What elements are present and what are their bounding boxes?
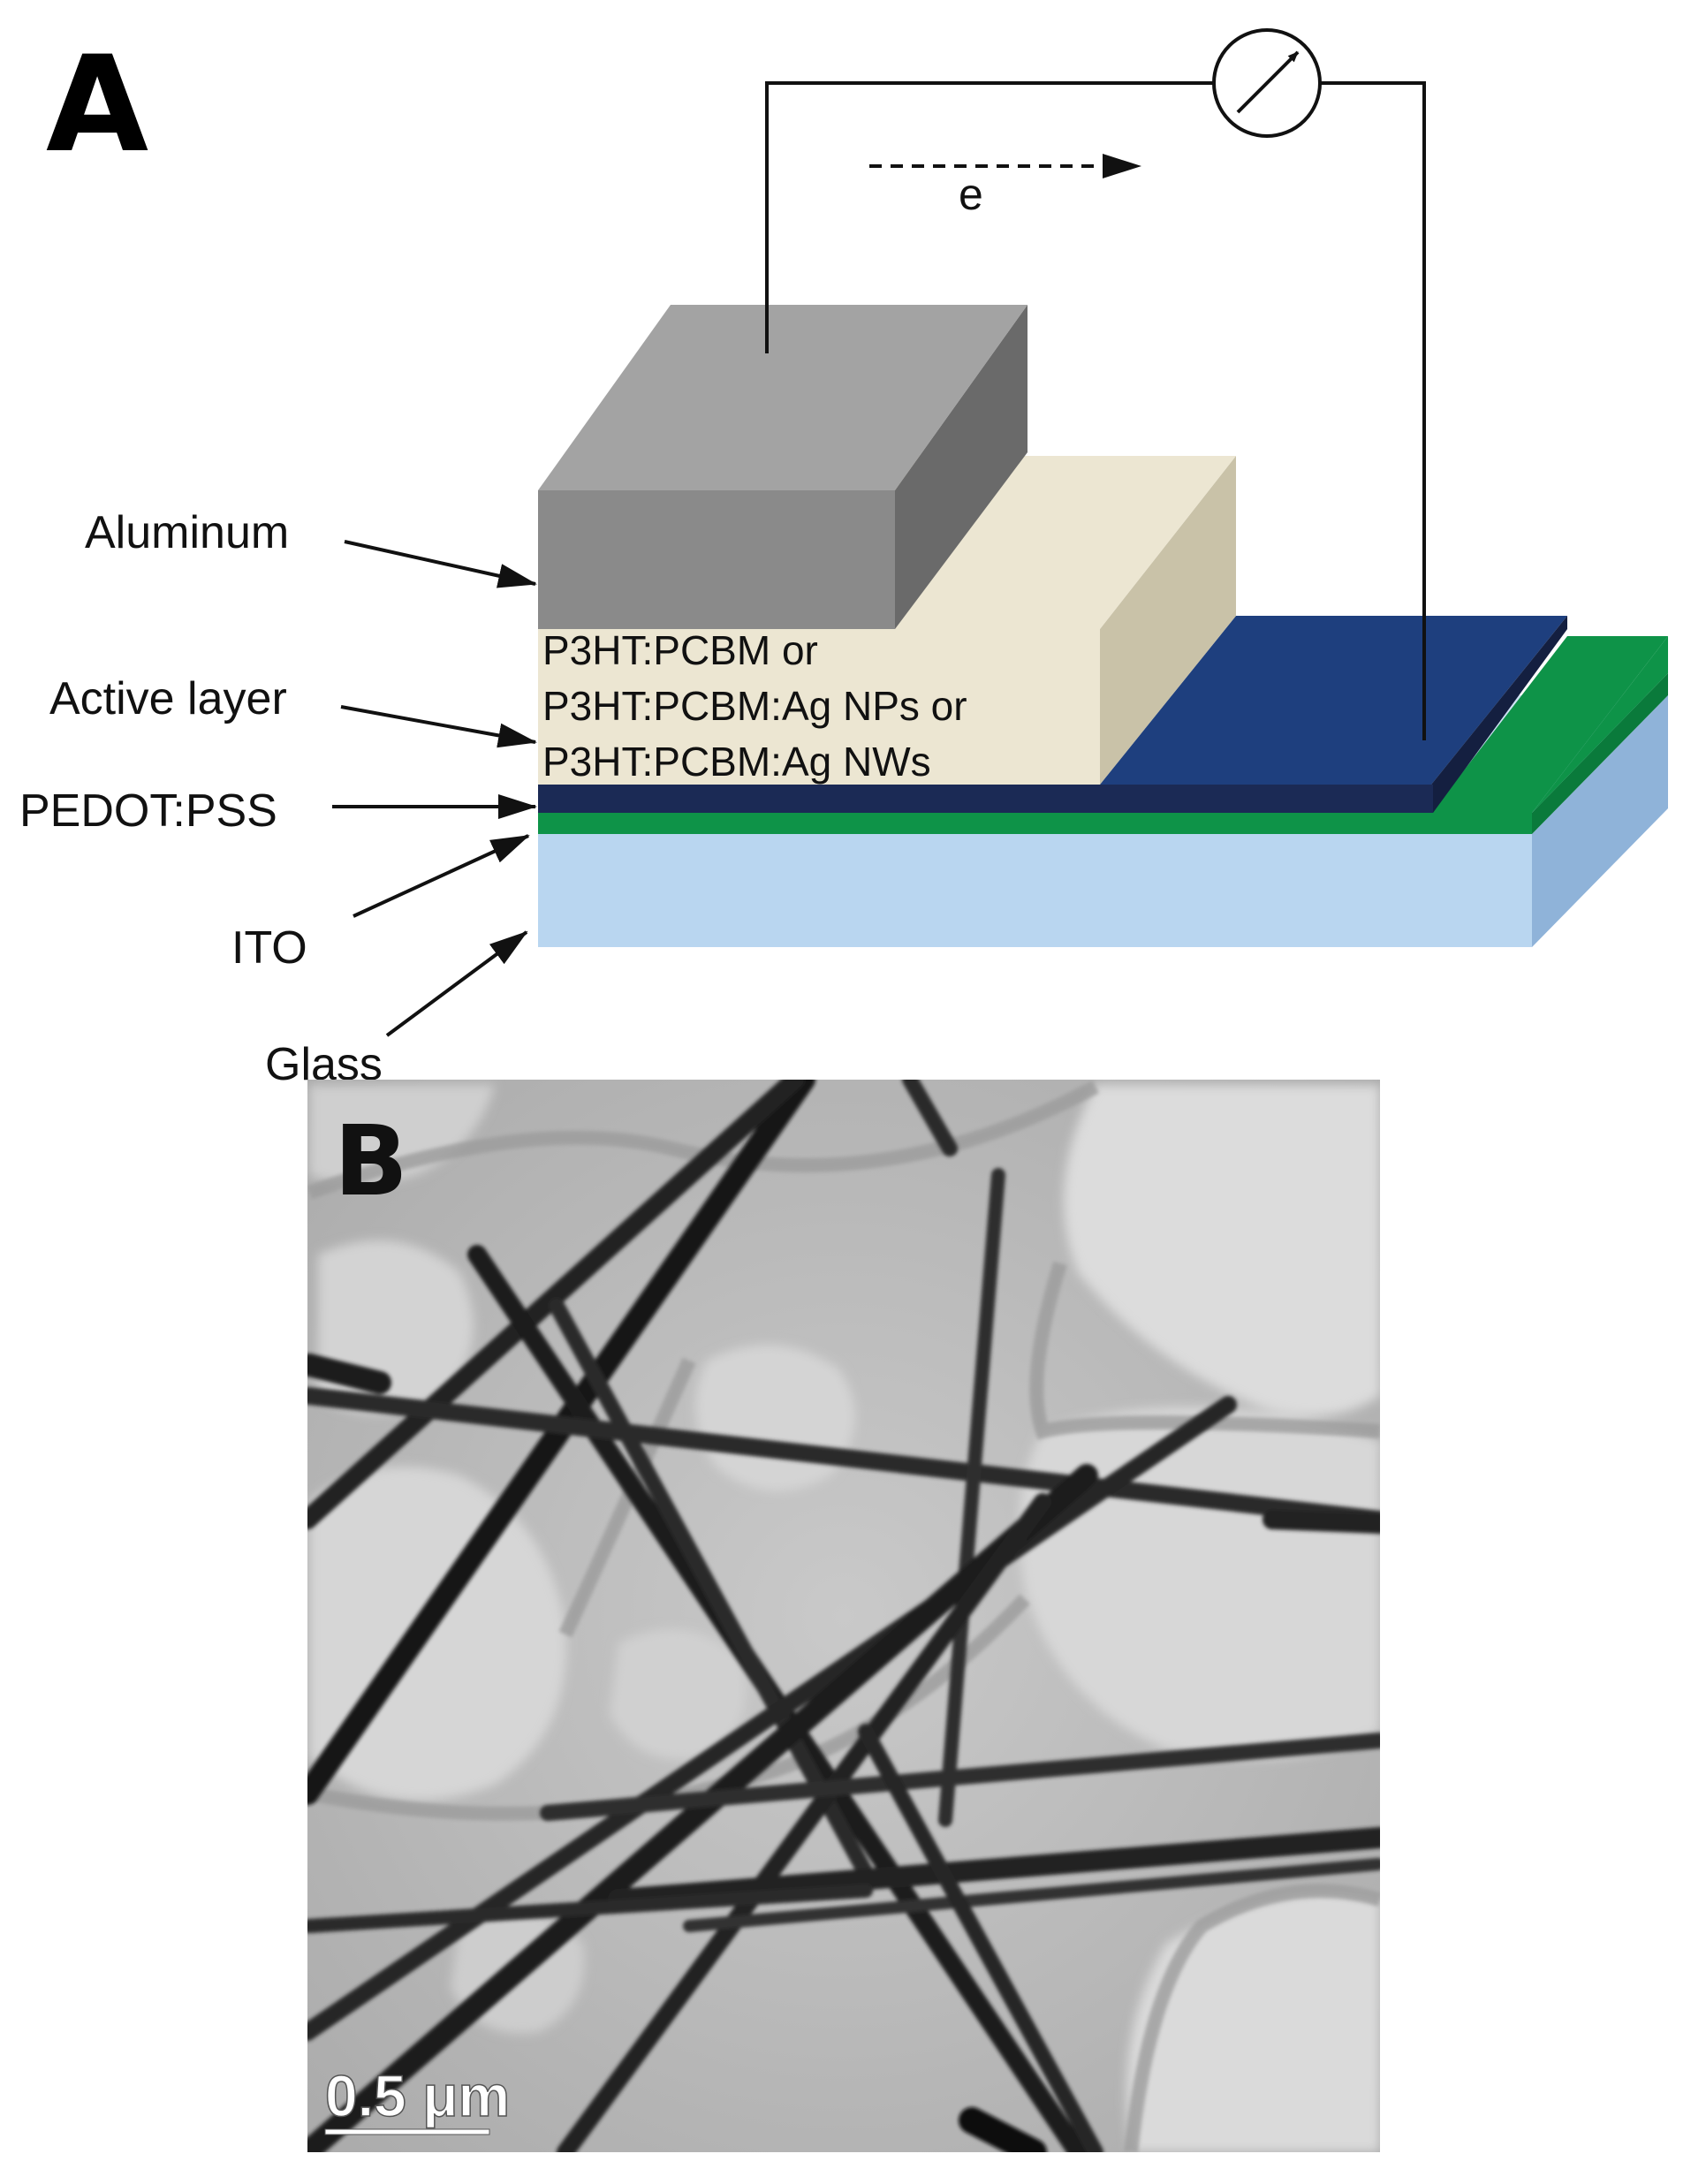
nanowire [307,1464,1098,2152]
label-pedot: PEDOT:PSS [19,785,277,837]
ito-side [1532,673,1668,834]
scale-bar-label: 0.5 μm [325,2063,510,2128]
tem-micrograph [307,1080,1380,2152]
nanowire [307,1387,1380,1528]
pedot-top [1100,616,1567,785]
aluminum-front [538,490,895,629]
pedot-side [1431,616,1567,813]
active-layer-text-3: P3HT:PCBM:Ag NWs [542,739,931,785]
arrow-active-layer [340,705,537,748]
arrow-glass [385,930,528,1037]
panel-b: B 0.5 μm [307,1080,1380,2152]
arrow-ito [353,834,530,918]
nanowire [307,1884,873,1933]
scale-bar [324,2128,490,2135]
meter-needle [1236,50,1300,114]
carbon-film-strands [307,1080,1380,2152]
ito-top-plane [1431,636,1668,813]
nanowire [608,1827,1380,1910]
nanowire [307,1396,1237,2041]
ito-layer [538,636,1668,834]
layer-labels: Aluminum Active layer PEDOT:PSS ITO Glas… [19,507,537,1090]
nanowire [307,1354,391,1394]
nanowire [858,1724,1103,2152]
label-aluminum: Aluminum [85,507,289,558]
silver-nanowires [307,1080,1380,2152]
active-layer-text-1: P3HT:PCBM or [542,627,818,673]
circuit-wire-right [1319,81,1426,740]
panel-a-letter: A [46,28,148,182]
ito-front [538,813,1532,834]
pedot-layer [538,616,1567,813]
arrow-aluminum [344,540,537,588]
active-side [1100,456,1236,785]
label-active-layer: Active layer [49,673,287,724]
nanowire [1263,1510,1380,1534]
nanowire [902,1080,958,1156]
active-layer-text-2: P3HT:PCBM:Ag NPs or [542,683,967,729]
glass-front [538,834,1532,947]
panel-b-letter: B [334,1104,408,1217]
nanowire [549,1298,874,1881]
electron-label: e [959,170,983,219]
nanowire [938,1168,1005,1827]
nanowire [307,1080,805,1529]
active-front [538,629,1100,785]
nanowire [307,1080,815,1805]
nanowire [683,1858,1380,1932]
label-ito: ITO [231,922,307,974]
nanowire [557,1493,1051,2152]
nanowire [540,1733,1380,1821]
external-circuit [765,28,1426,740]
panel-a: A [19,28,1668,1090]
aluminum-block [538,305,1027,629]
aluminum-top [538,305,1027,490]
glass-side [1532,695,1668,947]
pedot-front [538,785,1433,813]
nanowire [959,2107,1047,2152]
aluminum-side [895,305,1027,629]
circuit-wire-left [765,81,1214,353]
